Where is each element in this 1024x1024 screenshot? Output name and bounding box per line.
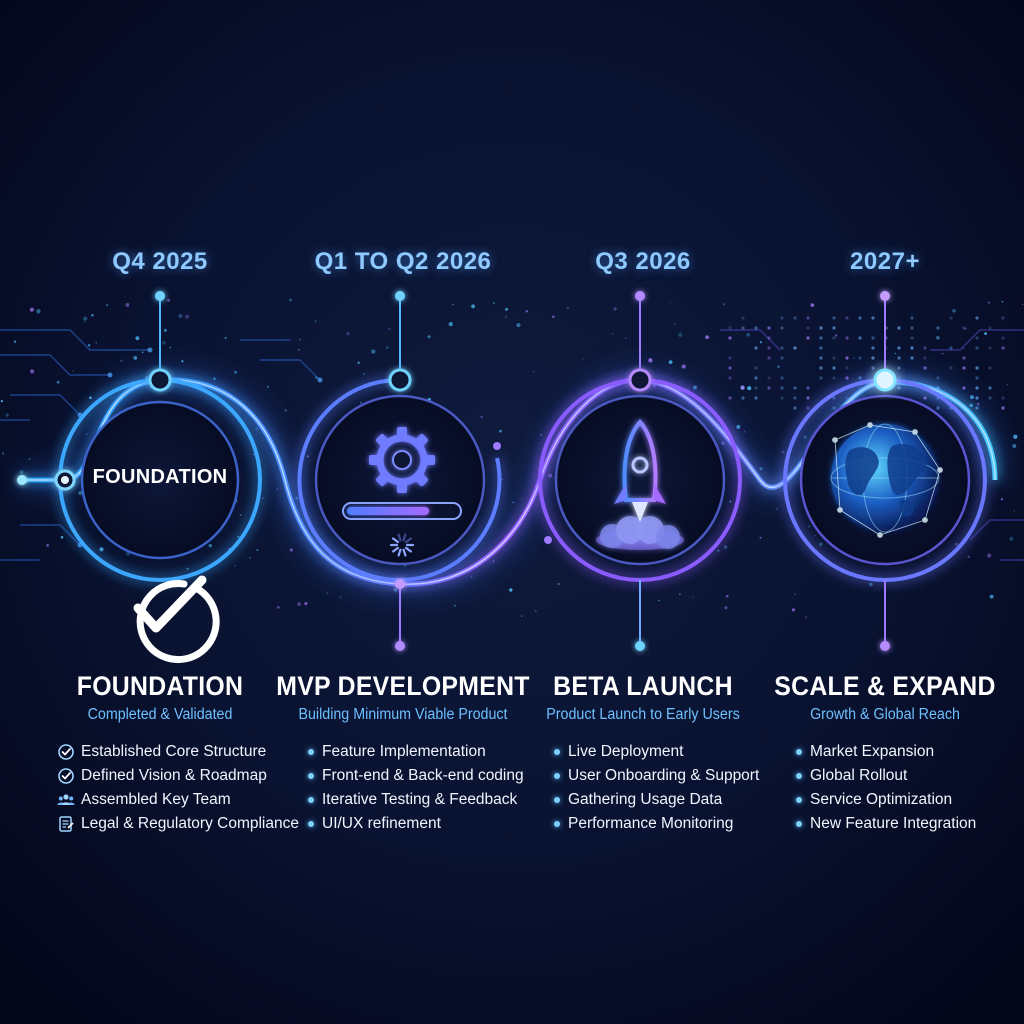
stage-subtitle: Building Minimum Viable Product <box>298 706 508 723</box>
list-item-label: Performance Monitoring <box>568 815 734 832</box>
list-item-label: User Onboarding & Support <box>568 767 760 784</box>
bullet-dot-icon <box>308 797 314 803</box>
stage-items: Market Expansion Global Rollout Service … <box>796 740 1024 836</box>
circle-label: FOUNDATION <box>92 466 228 488</box>
bullet-dot-icon <box>554 797 560 803</box>
list-item: Legal & Regulatory Compliance <box>57 812 347 836</box>
list-item: User Onboarding & Support <box>554 764 844 788</box>
stage-subtitle: Product Launch to Early Users <box>546 706 740 723</box>
list-item-label: Iterative Testing & Feedback <box>322 791 518 808</box>
stage-mvp-development: Q1 TO Q2 2026 MVP DEVELOPMENT Building M… <box>276 0 529 1024</box>
list-item-label: Legal & Regulatory Compliance <box>81 815 299 832</box>
timeline-start-node <box>17 469 76 491</box>
bullet-dot-icon <box>308 749 314 755</box>
circuit-lines-right <box>720 329 1024 561</box>
stage-subtitle: Completed & Validated <box>87 706 233 723</box>
list-item: Performance Monitoring <box>554 812 844 836</box>
bullet-dot-icon <box>796 797 802 803</box>
stage-quarter: Q3 2026 <box>595 248 691 275</box>
stage-title: SCALE & EXPAND <box>774 671 996 701</box>
list-item: Gathering Usage Data <box>554 788 844 812</box>
list-item: Feature Implementation <box>308 740 598 764</box>
stage-title: BETA LAUNCH <box>553 671 733 701</box>
stage-quarter: Q4 2025 <box>112 248 208 275</box>
list-item: Global Rollout <box>796 764 1024 788</box>
list-item: New Feature Integration <box>796 812 1024 836</box>
bullet-dot-icon <box>554 773 560 779</box>
list-item: Iterative Testing & Feedback <box>308 788 598 812</box>
bullet-dot-icon <box>796 773 802 779</box>
list-item: Service Optimization <box>796 788 1024 812</box>
gear-icon <box>369 427 435 493</box>
check-circle-icon <box>58 744 74 760</box>
stage-title: MVP DEVELOPMENT <box>276 671 530 701</box>
circuit-lines-left <box>0 329 321 561</box>
bullet-dot-icon <box>554 821 560 827</box>
list-item-label: UI/UX refinement <box>322 815 441 832</box>
list-item-label: Gathering Usage Data <box>568 791 723 808</box>
bullet-dot-icon <box>796 749 802 755</box>
list-item-label: Assembled Key Team <box>81 791 231 808</box>
list-item: Market Expansion <box>796 740 1024 764</box>
list-item: Assembled Key Team <box>57 788 347 812</box>
list-item-label: Global Rollout <box>810 767 908 784</box>
list-item: Live Deployment <box>554 740 844 764</box>
list-item: Established Core Structure <box>57 740 347 764</box>
list-item: Front-end & Back-end coding <box>308 764 598 788</box>
stage-beta-launch: Q3 2026 BETA LAUNCH Product Launch to Ea… <box>518 0 768 1024</box>
big-checkmark-icon <box>133 575 220 664</box>
list-item-label: Live Deployment <box>568 743 684 760</box>
list-item-label: New Feature Integration <box>810 815 977 832</box>
stage-items: Feature Implementation Front-end & Back-… <box>308 740 598 836</box>
list-item: Defined Vision & Roadmap <box>57 764 347 788</box>
list-item: UI/UX refinement <box>308 812 598 836</box>
stage-items: Live Deployment User Onboarding & Suppor… <box>554 740 844 836</box>
stage-scale-expand: 2027+ SCALE & EXPAND Growth & Global Rea… <box>760 0 1010 1024</box>
list-item-label: Defined Vision & Roadmap <box>81 767 267 784</box>
stage-quarter: 2027+ <box>850 248 920 275</box>
bullet-dot-icon <box>796 821 802 827</box>
stage-foundation: Q4 2025 FOUNDATION FOUNDATION Completed … <box>35 0 299 1024</box>
list-item-label: Market Expansion <box>810 743 935 760</box>
loading-spinner-icon <box>389 533 415 557</box>
list-item-label: Service Optimization <box>810 791 953 808</box>
stage-title: FOUNDATION <box>76 671 244 701</box>
list-item-label: Front-end & Back-end coding <box>322 767 524 784</box>
globe-icon <box>830 422 943 538</box>
team-icon <box>57 794 75 805</box>
milestone-connectors <box>148 291 897 651</box>
bullet-dot-icon <box>308 821 314 827</box>
progress-bar-icon <box>342 502 462 520</box>
document-icon <box>59 816 74 832</box>
stage-items: Established Core Structure Defined Visio… <box>57 740 347 836</box>
rocket-icon <box>596 418 684 550</box>
bullet-dot-icon <box>554 749 560 755</box>
list-item-label: Feature Implementation <box>322 743 486 760</box>
check-circle-icon <box>58 768 74 784</box>
stage-quarter: Q1 TO Q2 2026 <box>314 248 492 275</box>
list-item-label: Established Core Structure <box>81 743 267 760</box>
bullet-dot-icon <box>308 773 314 779</box>
stage-subtitle: Growth & Global Reach <box>810 706 960 723</box>
